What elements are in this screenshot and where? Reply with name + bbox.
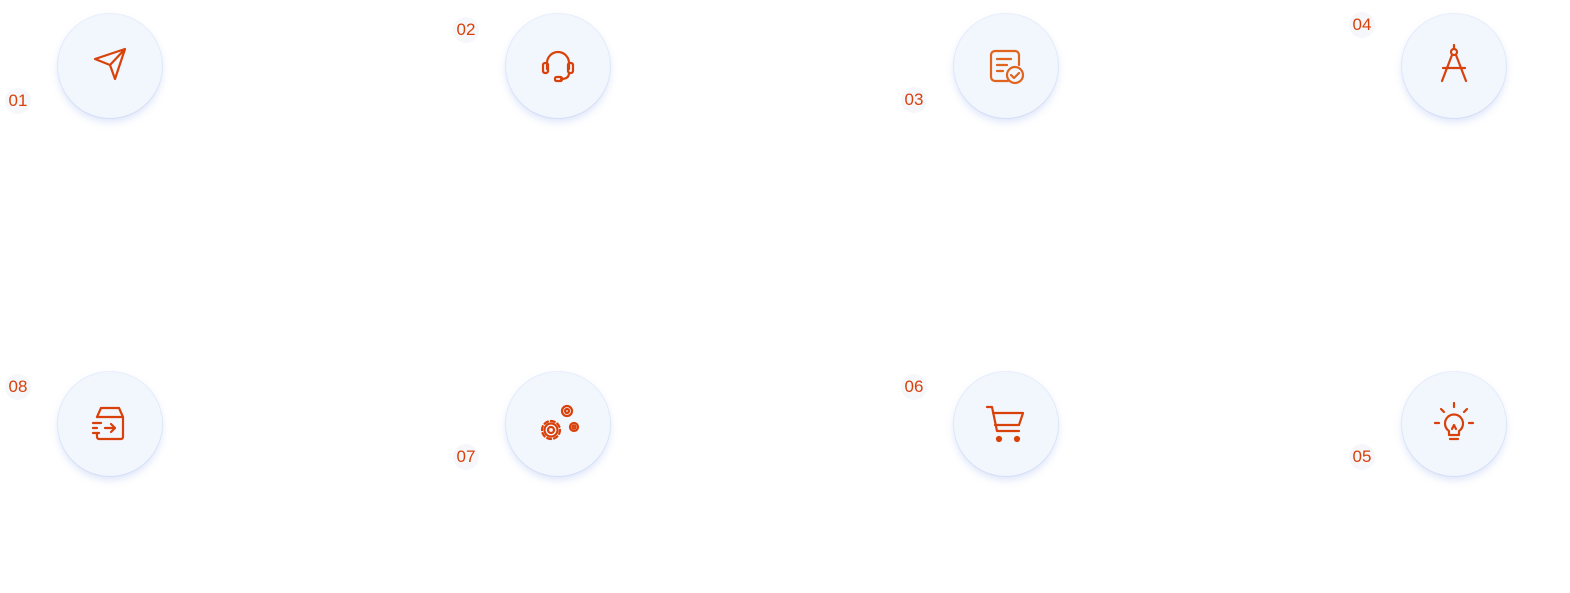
step-number: 01	[5, 88, 31, 114]
document-check-icon	[989, 49, 1025, 85]
step-icon-circle	[1402, 372, 1506, 476]
step-number: 08	[5, 374, 31, 400]
gears-icon	[540, 404, 580, 441]
step-icon-circle	[954, 14, 1058, 118]
step-icon-circle	[58, 372, 162, 476]
step-icon-circle	[954, 372, 1058, 476]
lightbulb-icon	[1433, 401, 1475, 441]
compass-drafting-icon	[1440, 43, 1468, 83]
step-icon-circle	[506, 372, 610, 476]
send-icon	[93, 47, 127, 81]
step-icon-circle	[1402, 14, 1506, 118]
step-number: 03	[901, 87, 927, 113]
step-icon-circle	[506, 14, 610, 118]
step-icon-circle	[58, 14, 162, 118]
step-number: 06	[901, 374, 927, 400]
cart-icon	[985, 405, 1025, 443]
step-number: 02	[453, 17, 479, 43]
box-delivery-icon	[91, 406, 125, 441]
headset-icon	[541, 50, 575, 83]
step-number: 07	[453, 444, 479, 470]
step-number: 05	[1349, 444, 1375, 470]
step-number: 04	[1349, 12, 1375, 38]
